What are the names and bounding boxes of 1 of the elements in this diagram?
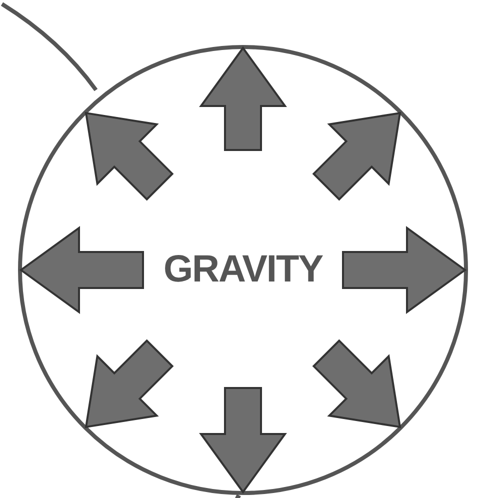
center-label: GRAVITY — [163, 248, 323, 292]
